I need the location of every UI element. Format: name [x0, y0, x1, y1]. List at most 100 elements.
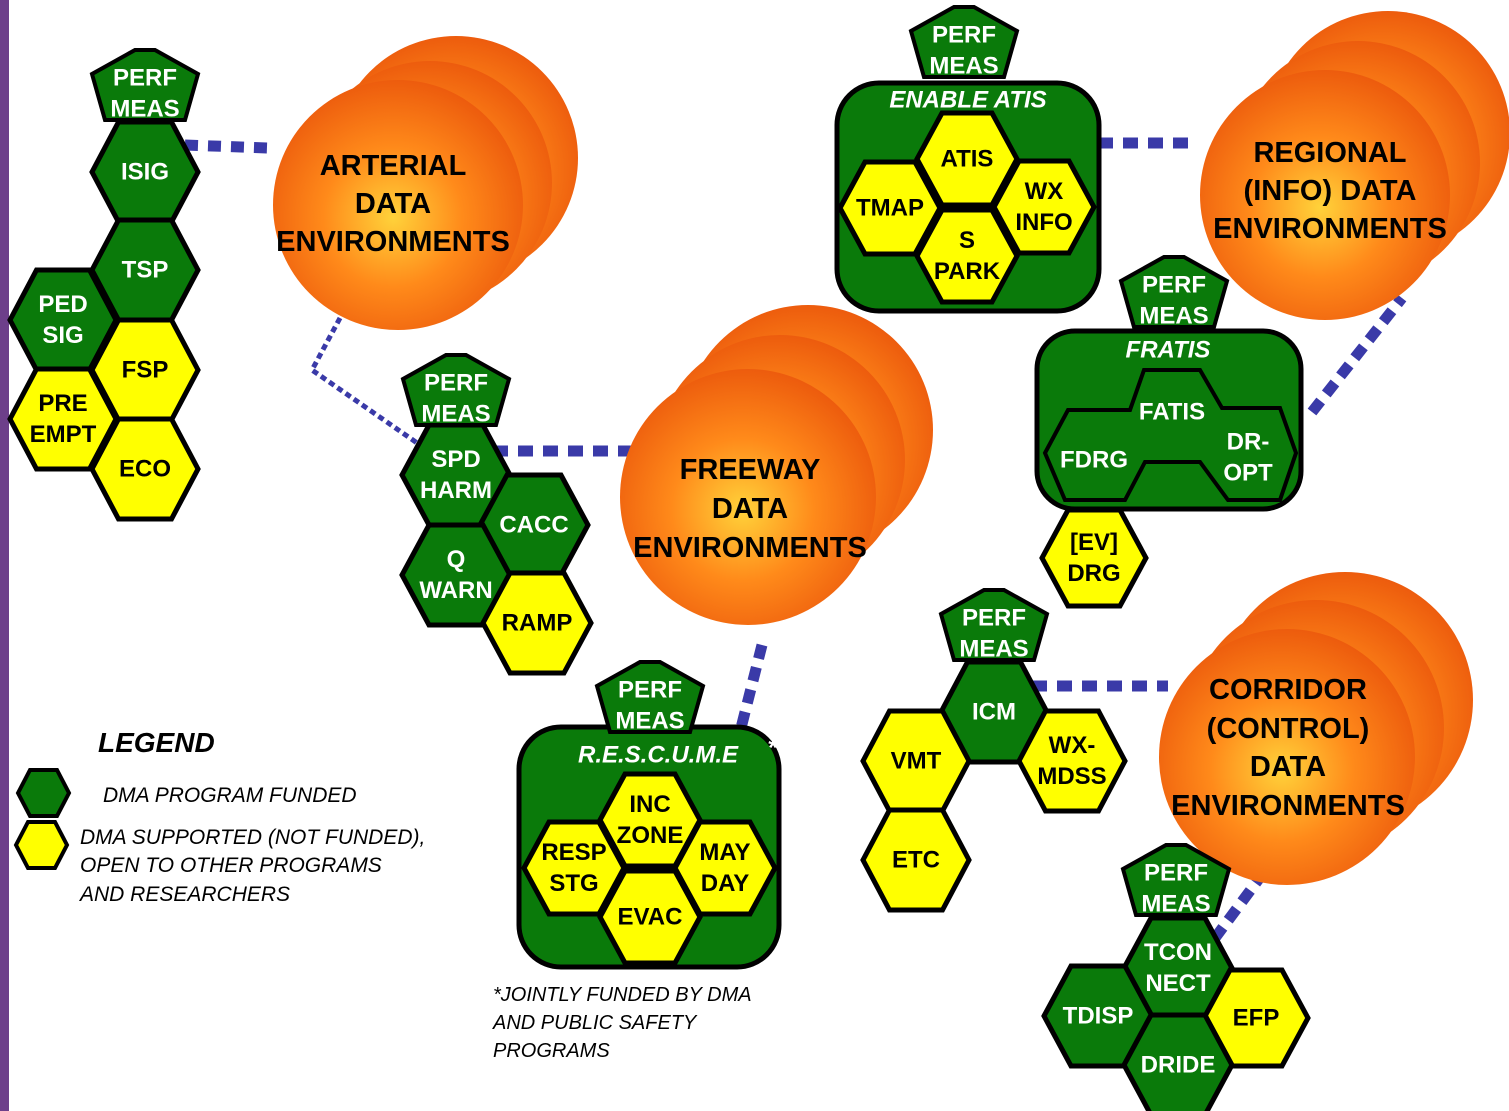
hex-ev-drg-shape	[1039, 507, 1149, 609]
arterial-label-3: ENVIRONMENTS	[276, 226, 510, 258]
freeway-label-3: ENVIRONMENTS	[633, 532, 867, 564]
perf-meas-fratis-shape	[1118, 255, 1230, 329]
legend-supported-text-3: AND RESEARCHERS	[78, 883, 290, 906]
legend: LEGEND DMA PROGRAM FUNDED DMA SUPPORTED …	[13, 727, 425, 906]
hex-pre-empt: PRE EMPT	[7, 366, 119, 472]
hex-inc-zone-label: INC	[629, 791, 670, 818]
sphere-front	[1159, 629, 1415, 885]
perf-meas-icm-shape	[938, 588, 1050, 662]
hex-etc-label: ETC	[892, 847, 940, 874]
hex-icm-label: ICM	[972, 699, 1016, 726]
arterial-environment: ARTERIAL DATA ENVIRONMENTS	[273, 36, 578, 330]
hex-s-park-label: PARK	[934, 258, 1001, 285]
hex-inc-zone-label: ZONE	[617, 822, 684, 849]
hex-efp-label: EFP	[1233, 1005, 1280, 1032]
hex-ped-sig-label: SIG	[42, 322, 83, 349]
hex-resp-stg: RESP STG	[521, 819, 627, 917]
perf-meas-freeway-label: PERF	[424, 370, 488, 397]
rescume-asterisk: *	[767, 735, 778, 762]
hex-vmt: VMT	[860, 708, 972, 814]
hex-wx-info-label: WX	[1025, 178, 1064, 205]
hex-wx-mdss-label: WX-	[1049, 732, 1096, 759]
hex-ev-drg-label: DRG	[1067, 560, 1120, 587]
fratis-inner-shape	[1042, 368, 1299, 502]
hex-tmap-label: TMAP	[856, 195, 924, 222]
hex-etc-shape	[860, 807, 972, 913]
corridor-label-4: ENVIRONMENTS	[1171, 790, 1405, 822]
hex-cacc-label: CACC	[499, 512, 568, 539]
freeway-label-1: FREEWAY	[680, 454, 821, 486]
hex-tsp-label: TSP	[122, 257, 169, 284]
legend-supported-text-1: DMA SUPPORTED (NOT FUNDED),	[80, 826, 425, 849]
hex-ped-sig-label: PED	[38, 291, 87, 318]
perf-meas-freeway-shape	[400, 353, 512, 427]
hex-evac-shape	[597, 868, 703, 966]
perf-meas-arterial-label: PERF	[113, 65, 177, 92]
footnote-line-3: PROGRAMS	[493, 1040, 610, 1062]
hex-vmt-label: VMT	[891, 748, 942, 775]
corridor-label-3: DATA	[1250, 751, 1326, 783]
hex-tconnect-label: TCON	[1144, 939, 1212, 966]
hex-eco-shape	[89, 416, 201, 522]
hex-ev-drg: [EV]DRG	[1039, 507, 1149, 609]
perf-meas-atis-shape	[908, 5, 1020, 79]
fratis-title: FRATIS	[1126, 337, 1211, 364]
regional-environment: REGIONAL (INFO) DATA ENVIRONMENTS	[1200, 11, 1509, 320]
perf-meas-atis-label: MEAS	[929, 53, 998, 80]
hex-ramp: RAMP	[480, 570, 594, 676]
hex-evac-label: EVAC	[618, 904, 683, 931]
perf-meas-atis-label: PERF	[932, 22, 996, 49]
hex-dride-shape	[1121, 1012, 1235, 1111]
hex-atis: ATIS	[914, 110, 1020, 208]
perf-meas-icm-label: PERF	[962, 605, 1026, 632]
sphere-front	[1200, 70, 1450, 320]
fratis-dr-opt-label-1: DR-	[1227, 429, 1270, 456]
regional-label-1: REGIONAL	[1253, 137, 1406, 169]
hex-may-day-label: DAY	[701, 870, 749, 897]
legend-supported-hex	[13, 820, 70, 870]
perf-meas-atis: PERF MEAS	[908, 5, 1020, 80]
hex-resp-stg-label: STG	[549, 870, 598, 897]
hex-wx-mdss-shape	[1016, 708, 1128, 814]
hex-eco: ECO	[89, 416, 201, 522]
footnote-line-2: AND PUBLIC SAFETY	[492, 1012, 698, 1034]
hex-ramp-shape	[480, 570, 594, 676]
perf-meas-icm-label: MEAS	[959, 636, 1028, 663]
hex-s-park-shape	[914, 207, 1020, 305]
hex-atis-label: ATIS	[941, 146, 994, 173]
corridor-label-2: (CONTROL)	[1207, 713, 1370, 745]
hex-efp: EFP	[1201, 967, 1311, 1069]
legend-funded-text: DMA PROGRAM FUNDED	[103, 784, 357, 807]
arterial-label-1: ARTERIAL	[320, 150, 467, 182]
footnote-line-1: *JOINTLY FUNDED BY DMA	[493, 984, 752, 1006]
perf-meas-fratis-label: MEAS	[1139, 303, 1208, 330]
hex-etc: ETC	[860, 807, 972, 913]
hex-spd-harm-label: HARM	[420, 477, 492, 504]
hex-evac: EVAC	[597, 868, 703, 966]
hex-resp-stg-label: RESP	[541, 839, 606, 866]
corridor-label-1: CORRIDOR	[1209, 674, 1367, 706]
hex-wx-mdss-label: MDSS	[1037, 763, 1106, 790]
footnote: *JOINTLY FUNDED BY DMA AND PUBLIC SAFETY…	[492, 984, 752, 1062]
rescume-title: R.E.S.C.U.M.E	[578, 742, 739, 769]
hex-dride: DRIDE	[1121, 1012, 1235, 1111]
hex-pre-empt-label: EMPT	[30, 421, 97, 448]
perf-meas-layer: PERFMEASPERFMEASPERFMEASPERFMEASPERFMEAS…	[89, 5, 1273, 918]
hex-isig-label: ISIG	[121, 159, 169, 186]
hex-wx-info-label: INFO	[1015, 209, 1072, 236]
hex-tdisp: TDISP	[1041, 963, 1155, 1069]
perf-meas-tconnect-shape	[1120, 843, 1232, 917]
hex-pre-empt-label: PRE	[38, 390, 87, 417]
fratis-dr-opt-label-2: OPT	[1223, 460, 1273, 487]
sphere-front	[273, 80, 523, 330]
hex-tdisp-label: TDISP	[1063, 1003, 1134, 1030]
